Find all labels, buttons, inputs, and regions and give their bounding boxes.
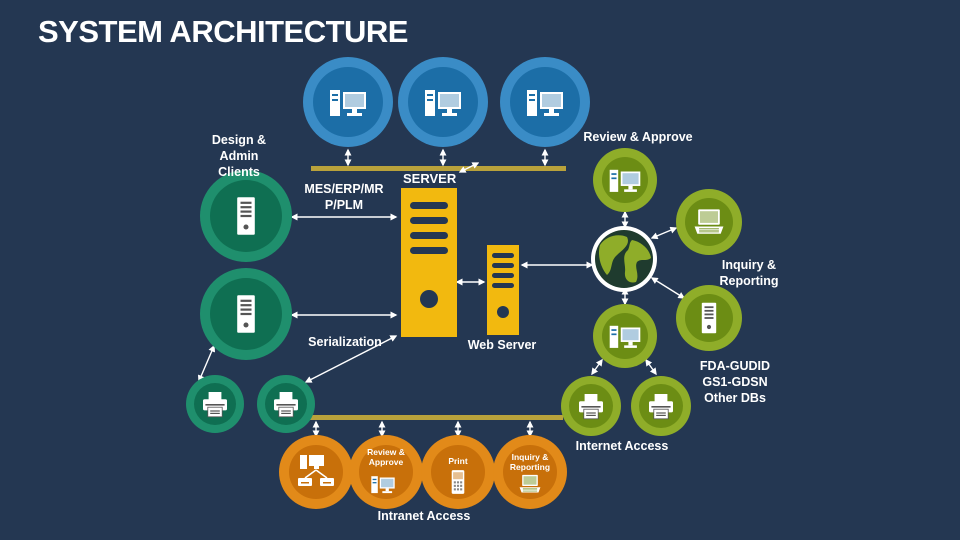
internet-printer-node[interactable] bbox=[631, 376, 691, 436]
design-admin-client-node[interactable] bbox=[200, 170, 292, 262]
tower-icon bbox=[237, 295, 255, 333]
bottom-network-bus bbox=[308, 415, 563, 420]
serialization-client-node[interactable] bbox=[200, 268, 292, 360]
other-dbs-node[interactable] bbox=[676, 285, 742, 351]
desktop-client-node[interactable] bbox=[398, 57, 488, 147]
intranet-print-label: Print bbox=[448, 456, 468, 466]
phone-icon bbox=[451, 470, 465, 494]
globe-icon bbox=[591, 226, 657, 292]
internet-printer-node[interactable] bbox=[561, 376, 621, 436]
tower-icon bbox=[701, 302, 717, 334]
printer-node[interactable] bbox=[257, 375, 315, 433]
laptop-icon bbox=[694, 209, 724, 235]
intranet-access-label: Intranet Access bbox=[377, 509, 471, 523]
printer-node[interactable] bbox=[186, 375, 244, 433]
internet-client-node[interactable] bbox=[593, 304, 657, 368]
server-label: SERVER bbox=[403, 171, 457, 186]
mes-erp-label: MES/ERP/MR P/PLM bbox=[304, 182, 384, 212]
design-admin-label: Design & Admin Clients bbox=[211, 133, 267, 179]
main-server[interactable] bbox=[401, 188, 457, 337]
connectors bbox=[197, 148, 686, 438]
internet-access-label: Internet Access bbox=[575, 439, 669, 453]
web-server[interactable] bbox=[487, 245, 519, 335]
top-network-bus bbox=[311, 166, 566, 171]
serialization-label: Serialization bbox=[308, 335, 382, 349]
intranet-network-node[interactable] bbox=[279, 435, 353, 509]
desktop-client-node[interactable] bbox=[500, 57, 590, 147]
inquiry-reporting-node[interactable] bbox=[676, 189, 742, 255]
intranet-print-node[interactable] bbox=[421, 435, 495, 509]
intranet-inquiry-reporting-node[interactable] bbox=[493, 435, 567, 509]
tower-icon bbox=[237, 197, 255, 235]
intranet-inquiry-reporting-label: Inquiry & Reporting bbox=[509, 452, 551, 472]
slide-title: SYSTEM ARCHITECTURE bbox=[38, 14, 408, 49]
desktop-client-node[interactable] bbox=[303, 57, 393, 147]
review-approve-node[interactable] bbox=[593, 148, 657, 212]
intranet-review-approve-node[interactable] bbox=[349, 435, 423, 509]
laptop-icon bbox=[519, 474, 541, 493]
web-server-label: Web Server bbox=[467, 338, 537, 352]
other-dbs-label: FDA-GUDID GS1-GDSN Other DBs bbox=[699, 359, 771, 405]
intranet-review-approve-label: Review & Approve bbox=[367, 447, 405, 467]
review-approve-label: Review & Approve bbox=[583, 130, 693, 144]
inquiry-reporting-label: Inquiry & Reporting bbox=[719, 258, 779, 288]
